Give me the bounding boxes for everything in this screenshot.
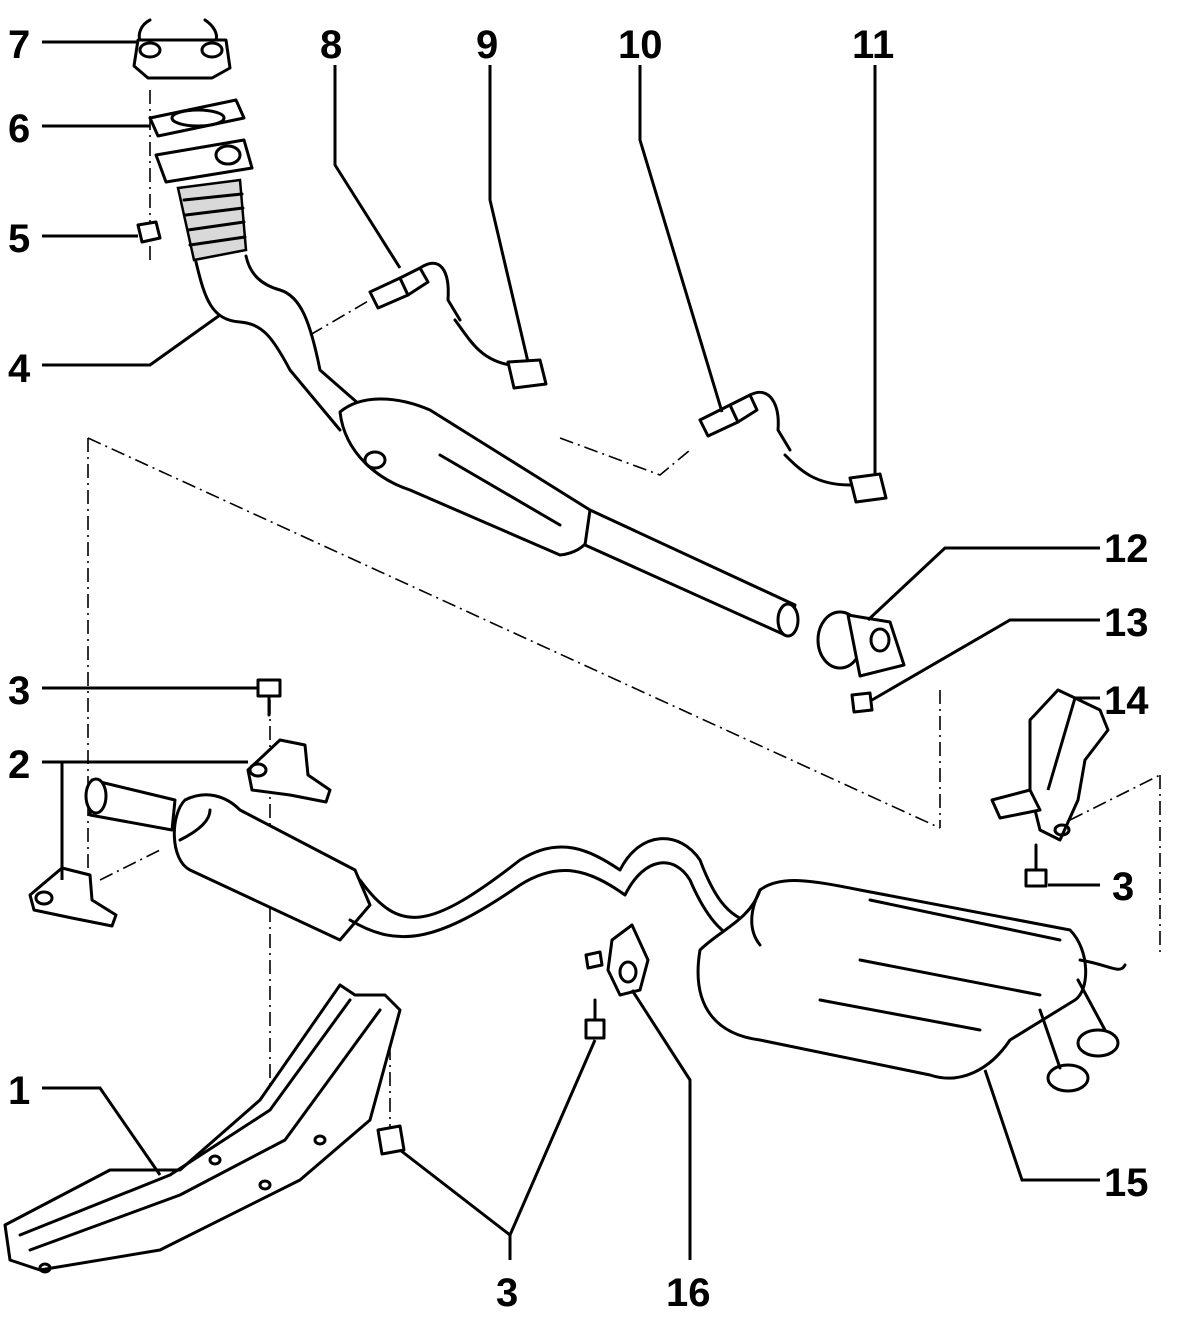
part-3-bolt-mid [584, 998, 606, 1040]
part-2-bracket-upper [246, 738, 332, 804]
part-10-oxygen-sensor [698, 391, 792, 452]
callout-3-bottom: 3 [496, 1271, 518, 1315]
callout-4: 4 [8, 347, 31, 391]
part-3-bolt-left [376, 1124, 406, 1156]
part-15-rear-silencer [696, 879, 1127, 1093]
part-7-flange-clamp [132, 18, 232, 80]
part-11-sensor-connector [783, 453, 888, 504]
part-16-rubber-mount [584, 923, 650, 997]
part-2-bracket-lower [28, 866, 118, 928]
callout-14: 14 [1104, 679, 1149, 723]
callout-15: 15 [1104, 1161, 1149, 1205]
callout-5: 5 [8, 217, 30, 261]
middle-silencer-pipe [84, 777, 762, 947]
callout-7: 7 [8, 23, 30, 67]
callout-3-right: 3 [1112, 865, 1134, 909]
callout-8: 8 [320, 23, 342, 67]
callout-labels: 7 6 5 4 8 9 10 11 12 13 3 2 14 3 1 15 3 … [8, 23, 1149, 1315]
callout-1: 1 [8, 1069, 30, 1113]
part-3-bolt-upper [256, 678, 282, 717]
part-4-front-pipe [154, 138, 800, 638]
part-14-hanger-bracket [990, 688, 1110, 842]
callout-2: 2 [8, 743, 30, 787]
part-6-gasket [148, 98, 246, 138]
part-13-nut [850, 691, 874, 714]
part-3-bolt-right [1024, 843, 1048, 888]
callout-12: 12 [1104, 527, 1149, 571]
callout-10: 10 [618, 23, 663, 67]
callout-6: 6 [8, 107, 30, 151]
callout-13: 13 [1104, 601, 1149, 645]
part-12-pipe-clamp [816, 610, 906, 678]
callout-9: 9 [476, 23, 498, 67]
callout-3-upper: 3 [8, 669, 30, 713]
leader-lines [42, 40, 1100, 1260]
part-8-oxygen-sensor [368, 261, 462, 322]
part-9-sensor-connector [453, 318, 548, 390]
part-1-heat-shield [3, 983, 402, 1274]
callout-11: 11 [852, 23, 894, 67]
part-5-nut [136, 220, 162, 244]
callout-16: 16 [666, 1271, 711, 1315]
